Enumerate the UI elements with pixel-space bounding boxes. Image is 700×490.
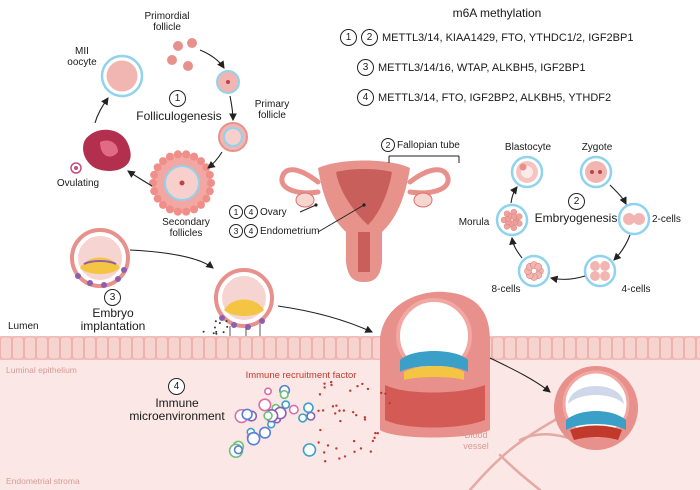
endometrium-num-1: 3 bbox=[229, 224, 243, 238]
blood-vessel-label: Blood vessel bbox=[463, 430, 489, 451]
endometrial-stroma-label: Endometrial stroma bbox=[6, 476, 80, 486]
immune-cells bbox=[228, 384, 317, 458]
implanting-blastocyst-2 bbox=[214, 268, 274, 336]
row-1-text: METTL3/14, KIAA1429, FTO, YTHDC1/2, IGF2… bbox=[382, 31, 634, 44]
primordial-follicles bbox=[167, 38, 197, 71]
endometrium-num-2: 4 bbox=[244, 224, 258, 238]
two-cells-label: 2-cells bbox=[652, 214, 681, 225]
immune-factor-label: Immune recruitment factor bbox=[245, 370, 357, 381]
row-1-num-1: 1 bbox=[340, 29, 357, 46]
secondary-follicle bbox=[149, 150, 215, 216]
four-cells bbox=[583, 254, 617, 288]
row-2-num: 3 bbox=[357, 59, 374, 76]
endometrium-label: Endometrium bbox=[260, 226, 320, 237]
four-cells-label: 4-cells bbox=[621, 284, 651, 295]
embryogenesis-arrows bbox=[509, 184, 631, 284]
ovary-label: Ovary bbox=[260, 207, 287, 218]
fallopian-tube-label: Fallopian tube bbox=[397, 140, 460, 151]
row-3-num: 4 bbox=[357, 89, 374, 106]
luminal-epithelium-label: Luminal epithelium bbox=[6, 365, 77, 375]
primary-follicle-label: Primary follicle bbox=[254, 99, 290, 121]
implantation-num: 3 bbox=[104, 289, 121, 306]
row-1-num-2: 2 bbox=[361, 29, 378, 46]
morula-cell bbox=[495, 203, 529, 237]
ovary-num-2: 4 bbox=[244, 205, 258, 219]
zygote-label: Zygote bbox=[581, 142, 613, 153]
zygote-cell bbox=[579, 155, 613, 189]
secondary-follicles-label: Secondary follicles bbox=[162, 217, 210, 239]
methylation-row-1: 1 2 METTL3/14, KIAA1429, FTO, YTHDC1/2, … bbox=[340, 29, 633, 46]
blastocyte-cell bbox=[510, 155, 544, 189]
row-2-text: METTL3/14/16, WTAP, ALKBH5, IGF2BP1 bbox=[378, 61, 586, 74]
embryogenesis-title: Embryogenesis bbox=[534, 211, 618, 225]
ovary-num-1: 1 bbox=[229, 205, 243, 219]
methylation-row-2: 3 METTL3/14/16, WTAP, ALKBH5, IGF2BP1 bbox=[357, 59, 585, 76]
lumen-label: Lumen bbox=[8, 321, 39, 332]
embedded-embryo bbox=[380, 291, 490, 438]
recruitment-factor-dots bbox=[202, 320, 391, 463]
methylation-title: m6A methylation bbox=[452, 6, 542, 20]
folliculogenesis-cycle bbox=[70, 38, 248, 216]
implantation-title: Embryo implantation bbox=[80, 306, 146, 333]
primordial-follicle-label: Primordial follicle bbox=[144, 11, 190, 33]
immune-title: Immune microenvironment bbox=[129, 396, 225, 423]
mii-oocyte-label: MII oocyte bbox=[67, 46, 97, 68]
eight-cells-label: 8-cells bbox=[491, 284, 521, 295]
epithelium-cells bbox=[0, 336, 700, 360]
fallopian-num: 2 bbox=[381, 138, 395, 152]
mii-oocyte bbox=[100, 54, 144, 98]
primary-follicle-2 bbox=[218, 122, 248, 152]
ovulating-label: Ovulating bbox=[56, 178, 100, 189]
embryogenesis-cycle bbox=[495, 155, 651, 288]
blastocyte-label: Blastocyte bbox=[504, 142, 552, 153]
eight-cells bbox=[517, 254, 551, 288]
implantation-arrows bbox=[129, 249, 551, 393]
implanting-blastocyst-1 bbox=[70, 228, 130, 288]
morula-label: Morula bbox=[458, 217, 490, 228]
ovulating-follicle bbox=[70, 129, 131, 174]
row-3-text: METTL3/14, FTO, IGF2BP2, ALKBH5, YTHDF2 bbox=[378, 91, 612, 104]
embryogenesis-num: 2 bbox=[568, 193, 585, 210]
folliculogenesis-arrows bbox=[94, 49, 237, 187]
immune-num: 4 bbox=[168, 378, 185, 395]
folliculogenesis-title: Folliculogenesis bbox=[136, 109, 222, 123]
methylation-row-3: 4 METTL3/14, FTO, IGF2BP2, ALKBH5, YTHDF… bbox=[357, 89, 611, 106]
primary-follicle-1 bbox=[216, 70, 240, 94]
two-cells bbox=[617, 202, 651, 236]
folliculogenesis-num: 1 bbox=[169, 90, 186, 107]
embryo-in-stroma bbox=[554, 366, 638, 450]
uterus bbox=[279, 155, 460, 282]
